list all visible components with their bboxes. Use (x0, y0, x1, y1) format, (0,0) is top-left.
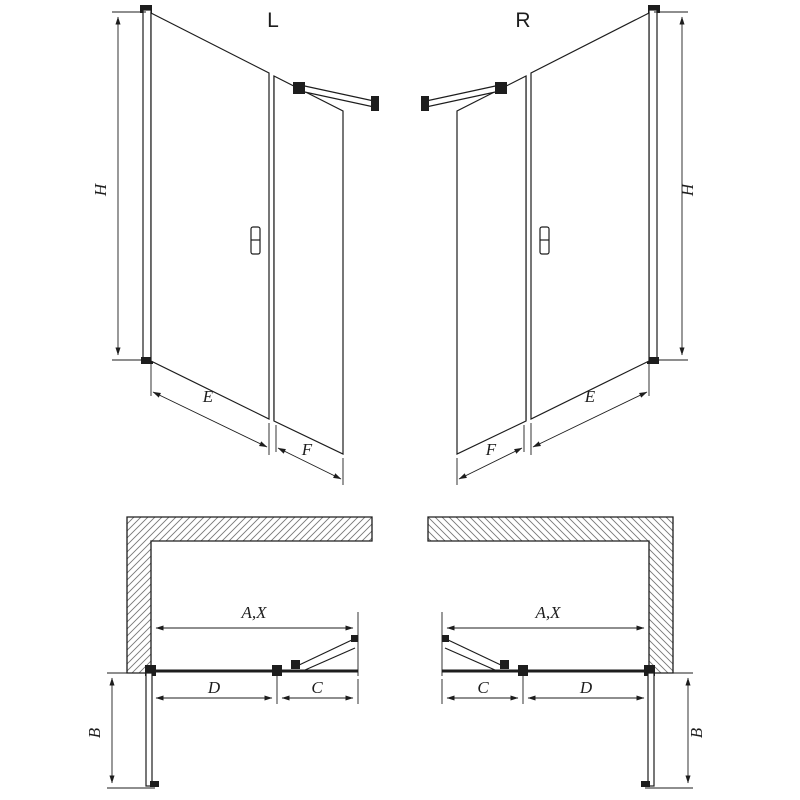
dim-label-height-right: H (678, 182, 697, 197)
plan-left (107, 517, 372, 788)
dim-label-fixed-plan-right: C (477, 678, 489, 697)
dim-label-door-plan-left: D (207, 678, 221, 697)
plan-right (428, 517, 693, 788)
dim-label-overall-width-right: A,X (534, 603, 561, 622)
dim-label-height-left: H (91, 182, 110, 197)
variant-label-left: L (267, 9, 279, 32)
dim-label-fixed-plan-left: C (311, 678, 323, 697)
dim-label-side-depth-right: B (687, 727, 706, 738)
dim-label-fixed-width-right: F (485, 440, 497, 459)
labels: L R H H E E F F A,X A,X D C C D B B (85, 9, 706, 738)
elevation-left (112, 5, 379, 485)
variant-label-right: R (515, 9, 530, 32)
dim-label-fixed-width-left: F (301, 440, 313, 459)
dim-label-door-width-left: E (202, 387, 214, 406)
dim-label-door-plan-right: D (579, 678, 593, 697)
dim-label-door-width-right: E (584, 387, 596, 406)
dim-label-overall-width-left: A,X (240, 603, 267, 622)
dim-label-side-depth-left: B (85, 727, 104, 738)
elevation-right (421, 5, 688, 485)
